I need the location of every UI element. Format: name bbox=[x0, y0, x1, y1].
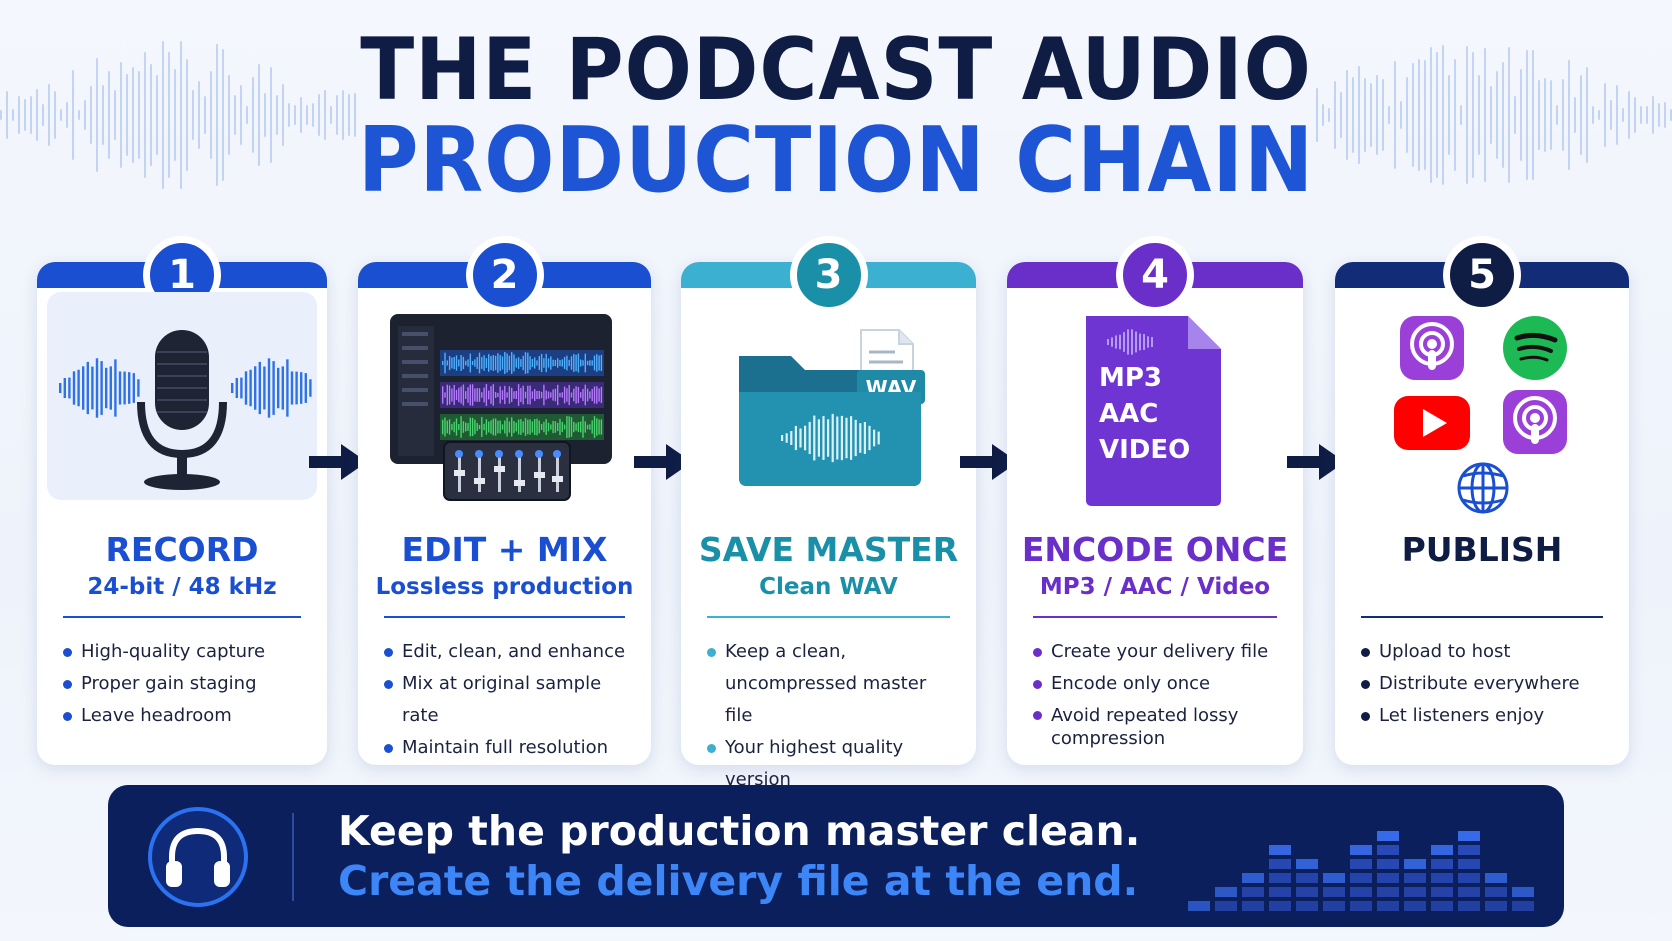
list-item: Leave headroom bbox=[63, 700, 313, 732]
list-item: Avoid repeated lossy compression bbox=[1033, 700, 1289, 750]
step-bullets: Create your delivery file Encode only on… bbox=[1033, 636, 1289, 750]
step-title: PUBLISH bbox=[1401, 530, 1563, 569]
list-item: Let listeners enjoy bbox=[1361, 700, 1615, 732]
step-title: SAVE MASTER bbox=[698, 530, 959, 569]
banner-headline: Keep the production master clean. bbox=[338, 807, 1141, 855]
step-number-badge: 5 bbox=[1445, 238, 1519, 312]
globe-icon bbox=[1457, 462, 1509, 514]
step-title: EDIT + MIX bbox=[401, 530, 608, 569]
list-item: Distribute everywhere bbox=[1361, 668, 1615, 700]
decorative-waveform-left bbox=[0, 35, 356, 195]
step-title: RECORD bbox=[105, 530, 259, 569]
step-number-badge: 2 bbox=[467, 238, 542, 312]
list-item: High-quality capture bbox=[63, 636, 313, 668]
step-card-encode-once: 4 MP3 AAC VIDEO ENCODE ONCE MP3 / AAC / … bbox=[1007, 238, 1303, 765]
spotify-icon bbox=[1503, 316, 1567, 380]
list-item: Maintain full resolution bbox=[384, 732, 637, 764]
list-item: Create your delivery file bbox=[1033, 636, 1289, 668]
platforms-icon bbox=[1335, 292, 1629, 522]
list-item: Edit, clean, and enhance bbox=[384, 636, 637, 668]
wav-folder-icon: WAV bbox=[681, 292, 976, 522]
step-number-badge: 3 bbox=[791, 238, 866, 312]
decorative-waveform-right bbox=[1316, 35, 1672, 195]
step-bullets: Keep a clean, uncompressed master file Y… bbox=[707, 636, 962, 796]
youtube-icon bbox=[1394, 396, 1470, 450]
step-bullets: High-quality capture Proper gain staging… bbox=[63, 636, 313, 732]
file-label: MP3 bbox=[1099, 363, 1162, 393]
file-label: VIDEO bbox=[1099, 435, 1190, 465]
equalizer-bars-icon bbox=[1188, 831, 1534, 911]
step-card-record: 1 RECORD 24-bit / 48 kHz High-quality ca… bbox=[37, 238, 327, 765]
list-item: Encode only once bbox=[1033, 668, 1289, 700]
arrow-right-icon bbox=[309, 444, 367, 480]
encoded-file-icon: MP3 AAC VIDEO bbox=[1007, 292, 1303, 522]
step-subtitle: Clean WAV bbox=[759, 574, 898, 600]
step-number-badge: 4 bbox=[1118, 238, 1192, 312]
step-card-publish: 5 bbox=[1335, 238, 1629, 765]
step-subtitle: 24-bit / 48 kHz bbox=[87, 574, 277, 600]
list-item: Upload to host bbox=[1361, 636, 1615, 668]
podcasts-app-icon bbox=[1400, 316, 1464, 380]
headphones-icon bbox=[148, 807, 248, 907]
step-bullets: Edit, clean, and enhance Mix at original… bbox=[384, 636, 637, 764]
list-item: Keep a clean, uncompressed master file bbox=[707, 636, 962, 732]
list-item: Proper gain staging bbox=[63, 668, 313, 700]
banner-subline: Create the delivery file at the end. bbox=[338, 857, 1139, 905]
arrow-right-icon bbox=[634, 444, 692, 480]
list-item: Mix at original sample rate bbox=[384, 668, 637, 732]
step-subtitle: Lossless production bbox=[375, 574, 634, 600]
summary-banner: Keep the production master clean. Create… bbox=[108, 785, 1564, 927]
list-item: Your highest quality version bbox=[707, 732, 962, 796]
page-title-line2: PRODUCTION CHAIN bbox=[357, 108, 1315, 213]
step-card-edit-mix: 2 EDI bbox=[358, 238, 651, 765]
microphone-icon bbox=[37, 292, 327, 522]
step-bullets: Upload to host Distribute everywhere Let… bbox=[1361, 636, 1615, 732]
step-title: ENCODE ONCE bbox=[1021, 530, 1289, 569]
step-card-save-master: 3 WAV SAVE MASTER Clean WAV Keep a clean… bbox=[681, 238, 976, 790]
podcasts-app-icon bbox=[1503, 390, 1567, 454]
arrow-right-icon bbox=[960, 444, 1018, 480]
file-label: AAC bbox=[1099, 399, 1158, 429]
page-title-line1: THE PODCAST AUDIO bbox=[360, 20, 1312, 120]
arrow-right-icon bbox=[1287, 444, 1345, 480]
daw-mixer-icon bbox=[358, 292, 651, 522]
step-subtitle: MP3 / AAC / Video bbox=[1039, 574, 1271, 600]
